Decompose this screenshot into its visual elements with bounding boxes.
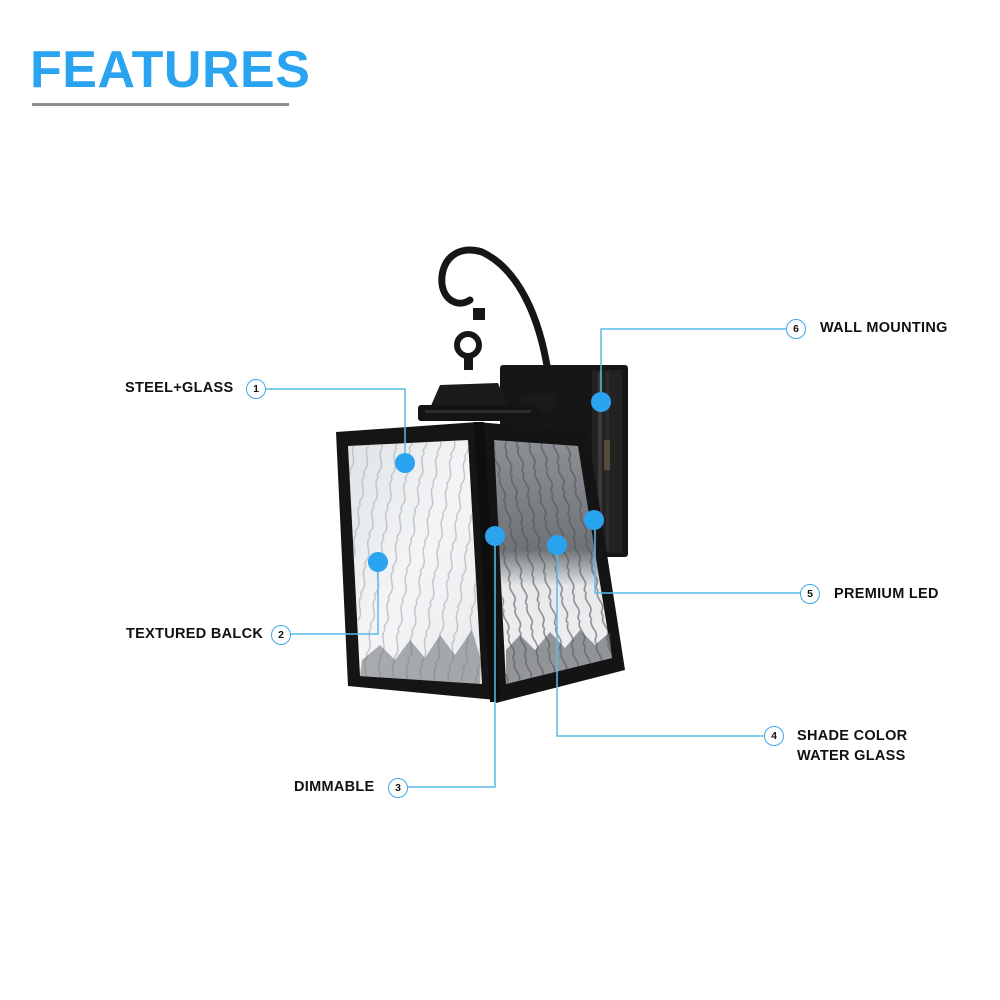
scroll-arm (438, 246, 552, 376)
callout-label-textured-black: TEXTURED BALCK (126, 626, 264, 642)
callout-label-water-glass: WATER GLASS (797, 748, 906, 764)
callout-badge-6: 6 (786, 319, 806, 339)
lantern-frame (336, 422, 625, 703)
title-underline (32, 103, 289, 106)
callout-dot-1 (395, 453, 415, 473)
callout-line-5 (594, 520, 800, 594)
callout-line-4 (556, 545, 764, 737)
callout-badge-4: 4 (764, 726, 784, 746)
callout-dot-5 (584, 510, 604, 530)
callout-line-1 (266, 388, 406, 462)
callout-label-steel-glass: STEEL+GLASS (125, 380, 234, 396)
callout-dot-2 (368, 552, 388, 572)
callout-label-dimmable: DIMMABLE (294, 779, 375, 795)
callout-badge-1: 1 (246, 379, 266, 399)
callout-label-premium-led: PREMIUM LED (834, 586, 939, 602)
callout-dot-4 (547, 535, 567, 555)
callout-line-6 (600, 328, 786, 402)
callout-badge-5: 5 (800, 584, 820, 604)
callout-dot-6 (591, 392, 611, 412)
callout-dot-3 (485, 526, 505, 546)
callout-badge-3: 3 (388, 778, 408, 798)
callout-line-3 (408, 536, 496, 788)
callout-lines (266, 328, 800, 788)
lantern-cap (418, 383, 556, 421)
callout-dots (368, 392, 611, 572)
page-title: FEATURES (30, 41, 311, 99)
callout-label-wall-mounting: WALL MOUNTING (820, 320, 948, 336)
callout-line-2 (291, 562, 379, 635)
callout-label-shade-color: SHADE COLOR (797, 728, 908, 744)
callout-badge-2: 2 (271, 625, 291, 645)
